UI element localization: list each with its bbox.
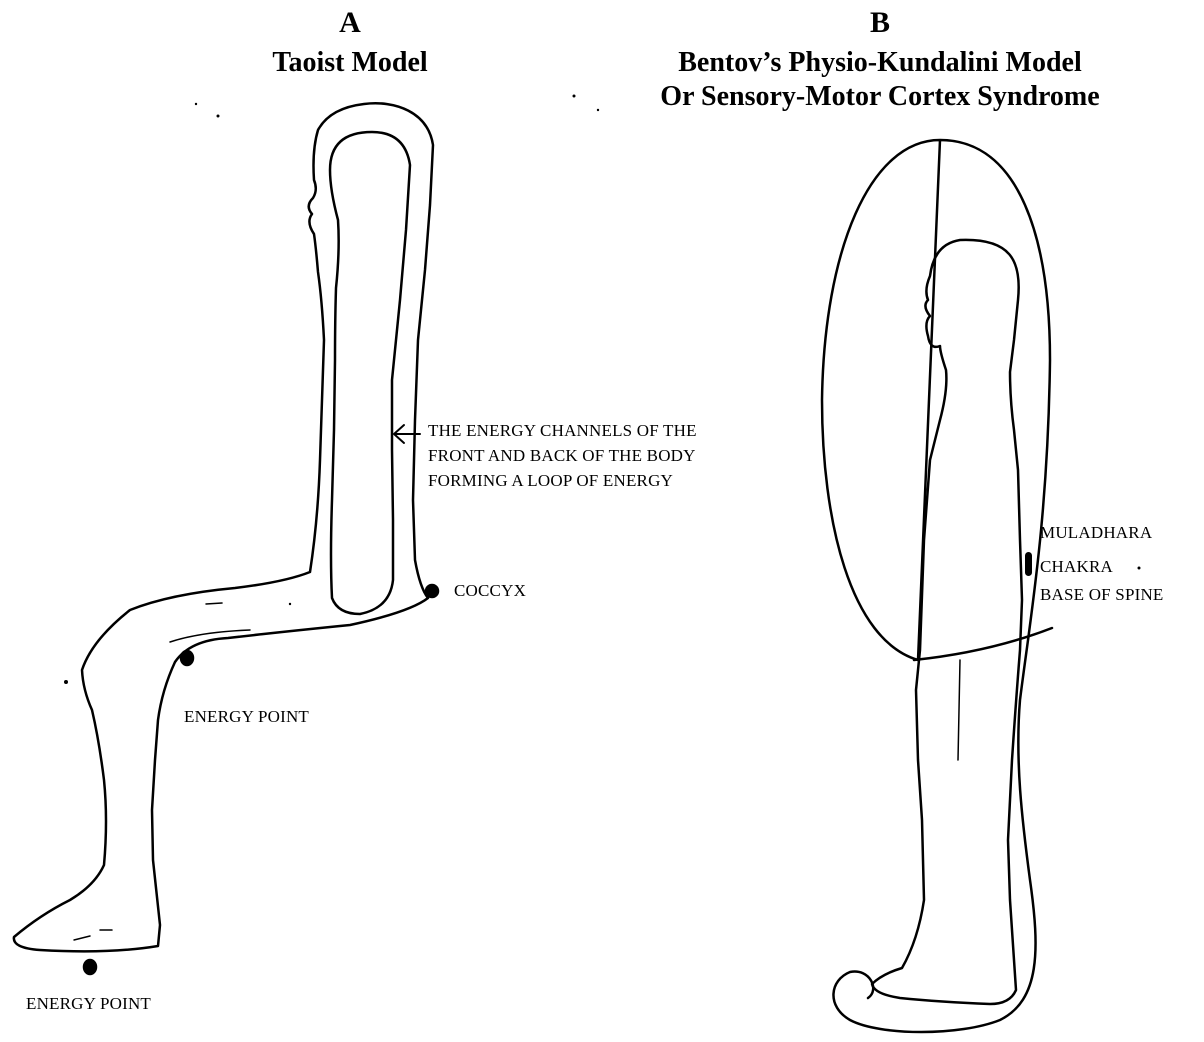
muladhara-marker — [1025, 552, 1032, 576]
chakra-label: CHAKRA — [1040, 556, 1113, 578]
coccyx-dot — [426, 585, 438, 597]
knee-energy-point-dot — [181, 651, 193, 665]
knee-energy-point-label: ENERGY POINT — [184, 706, 309, 728]
channels-label-line2: FRONT AND BACK OF THE BODY — [428, 445, 696, 467]
seated-body-outline — [14, 103, 433, 951]
foot-energy-point-dot — [84, 960, 96, 974]
muladhara-label: MULADHARA — [1040, 522, 1152, 544]
seated-figure — [14, 103, 433, 951]
standing-body-outline — [872, 240, 1022, 1004]
coccyx-label: COCCYX — [454, 580, 526, 602]
standing-figure — [822, 140, 1052, 1032]
channels-label-line1: THE ENERGY CHANNELS OF THE — [428, 420, 697, 442]
base-of-spine-label: BASE OF SPINE — [1040, 584, 1164, 606]
aura-outline — [822, 140, 1050, 1032]
energy-loop — [330, 132, 410, 614]
channel-arrow — [394, 425, 420, 443]
foot-energy-point-label: ENERGY POINT — [26, 993, 151, 1015]
channels-label-line3: FORMING A LOOP OF ENERGY — [428, 470, 673, 492]
